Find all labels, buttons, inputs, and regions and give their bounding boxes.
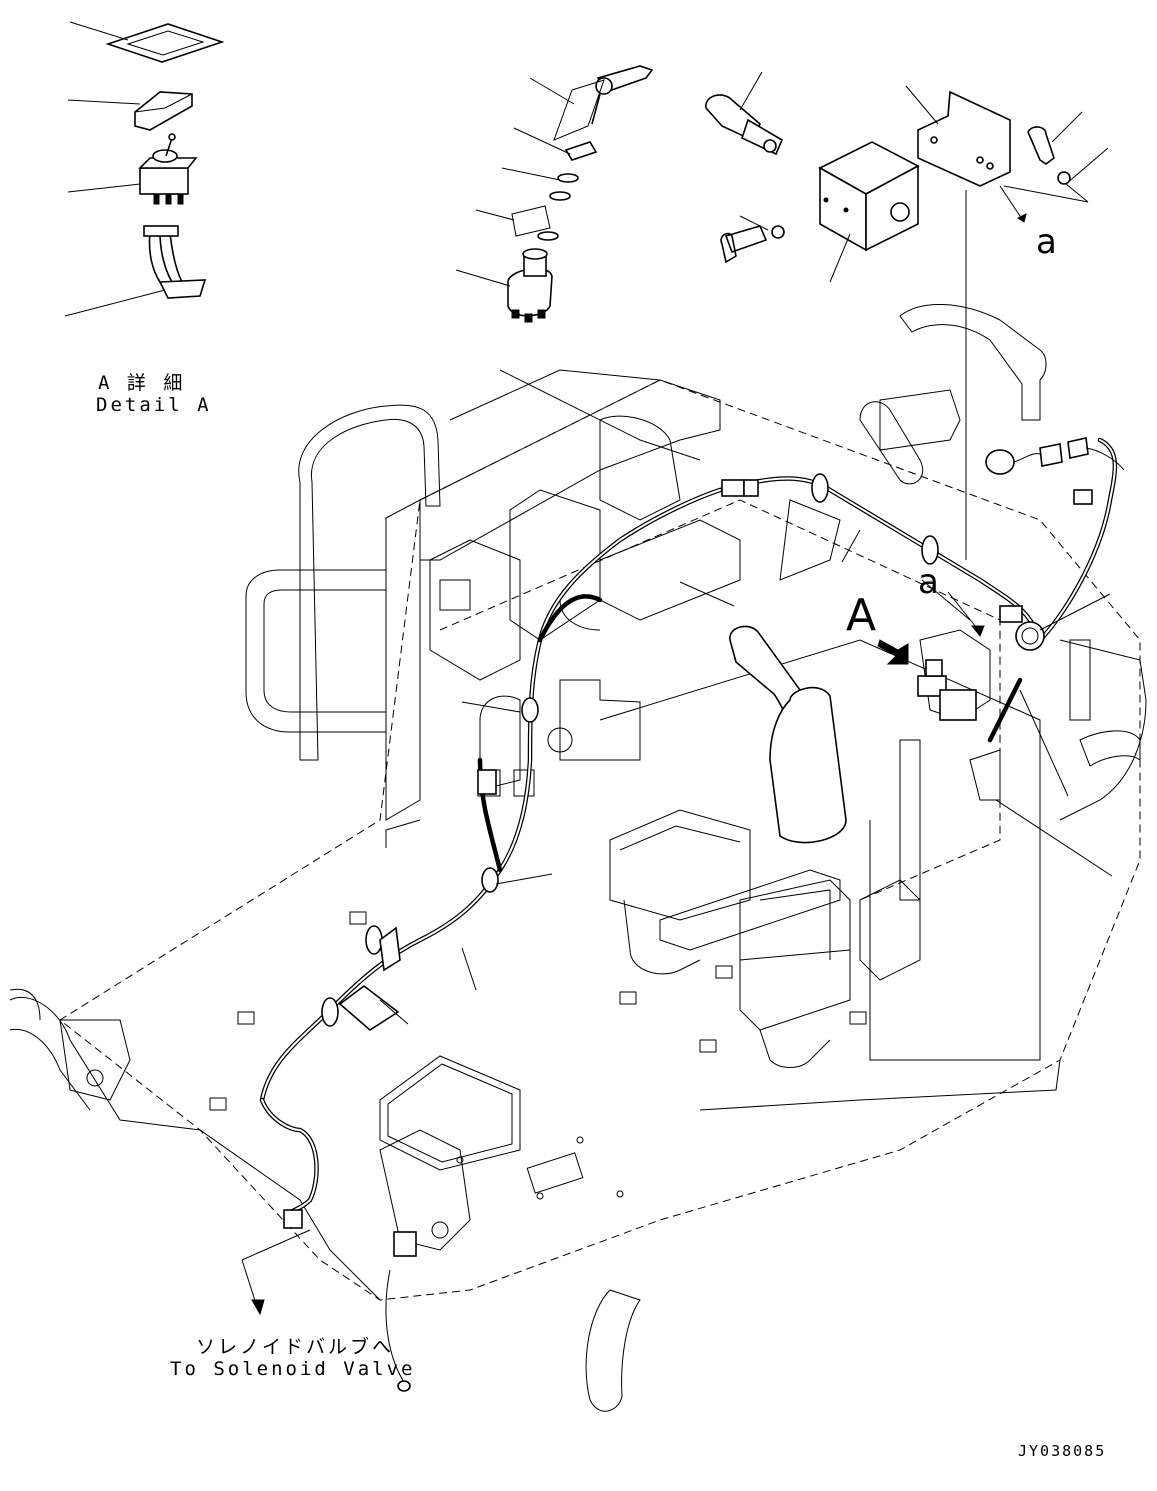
wire-harness [241,369,1125,1392]
reference-marker-top: a [1036,222,1057,262]
lighter-mount [919,629,991,721]
bolt-left [720,225,768,264]
lighter-group [705,71,1109,560]
right-connector [859,879,921,981]
fuse-box [879,389,961,451]
harness-connector [158,279,207,299]
harness-connector-b [1073,489,1093,505]
lighter-socket-installed [1015,621,1045,651]
switch-bracket [559,679,641,761]
left-handrail [298,404,441,761]
valve-spool [659,869,841,951]
bolt-top [1027,126,1055,165]
key-nut [564,141,598,161]
view-marker-a: A [846,590,877,641]
cab-frame [9,303,1147,1412]
floor-hatch [379,1055,521,1171]
detail-label-english: Detail A [96,394,212,416]
reference-marker-mid: a [918,562,939,602]
solenoid-connector [283,1209,303,1229]
solenoid-label-english: To Solenoid Valve [170,1358,416,1380]
foot-pedal [585,1289,641,1412]
left-console-side [385,499,421,821]
mounting-bracket [917,90,1011,187]
detail-a-group [64,21,225,317]
toggle-switch [139,167,189,195]
key-switch-group [455,65,654,323]
right-handrail [899,303,1047,421]
lever-boot [769,686,847,844]
harness-connector-a [721,479,745,497]
solenoid-label-japanese: ソレノイドバルブへ [196,1336,395,1358]
buzzer [985,449,1015,475]
detail-label-japanese: A 詳 細 [98,372,186,394]
label-plate [105,23,225,63]
view-arrow [877,639,909,665]
ecu-plate [599,519,741,621]
control-lever [729,625,847,844]
floor-outline [59,379,1141,1301]
drawing-number: JY038085 [1018,1442,1107,1460]
